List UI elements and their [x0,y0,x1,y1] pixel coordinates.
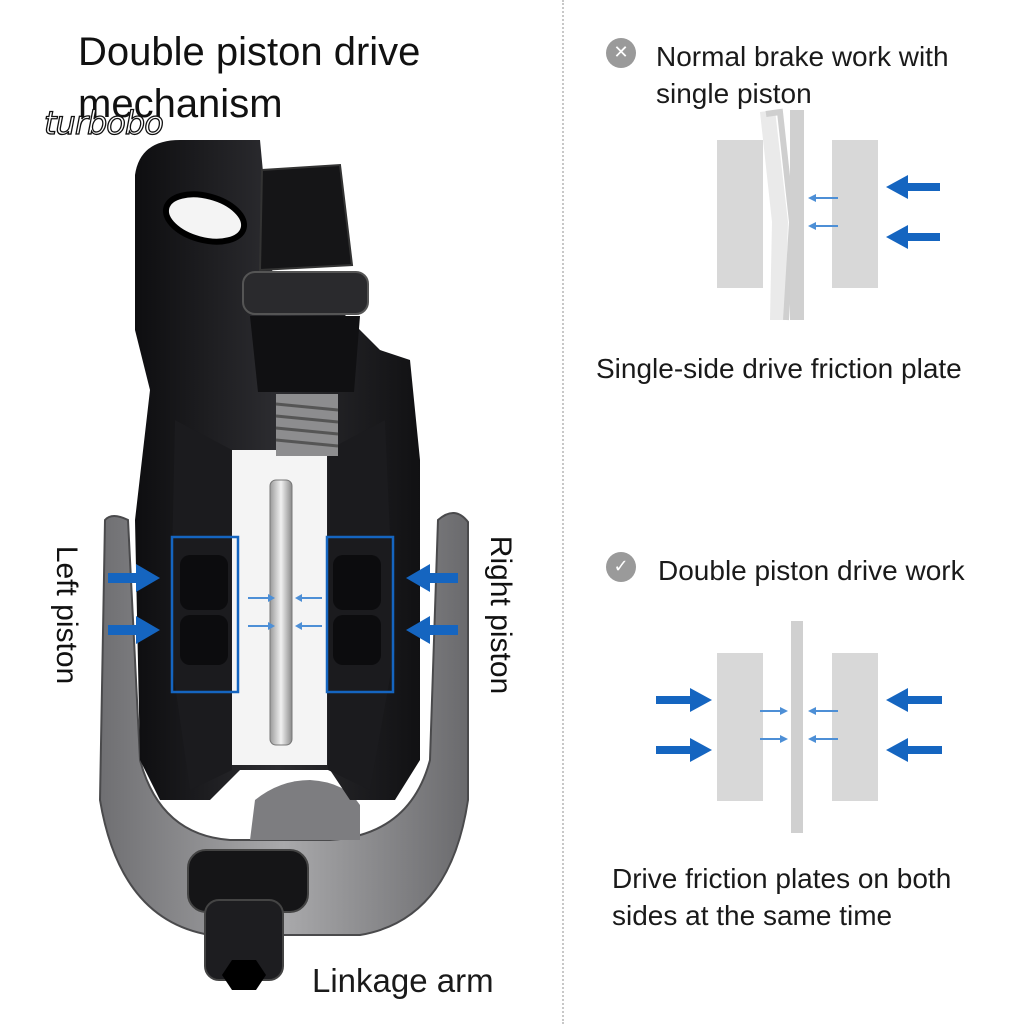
single-piston-diagram [717,108,940,321]
single-piston-caption: Single-side drive friction plate [596,353,962,384]
right-piston [333,555,381,665]
page-title: Double piston drive mechanism [78,26,420,130]
right-pad [832,653,878,801]
double-piston-diagram [656,621,942,833]
rotor [791,621,803,833]
check-icon: ✓ [606,552,636,582]
brake-caliper-illustration [98,140,469,990]
left-piston-highlight [170,535,240,694]
left-piston-label: Left piston [50,545,83,685]
inner-arrows [248,594,322,630]
double-piston-caption: Drive friction plates on both sides at t… [612,860,951,934]
right-force-arrows [406,564,458,644]
bracket [98,512,469,936]
panel-divider [562,0,564,1024]
linkage-arm-label: Linkage arm [312,962,494,999]
title-line-2: mechanism [78,82,283,126]
banjo-fitting [242,163,369,456]
double-caption-line-1: Drive friction plates on both [612,863,952,894]
rotor [790,110,804,320]
left-pad [717,653,763,801]
right-piston-highlight [325,535,395,694]
double-piston-heading: Double piston drive work [658,555,965,586]
left-force-arrows [656,688,712,762]
single-heading-line-1: Normal brake work with [656,41,949,72]
single-heading-line-2: single piston [656,78,812,109]
right-pad [832,140,878,288]
left-pad [717,140,763,288]
right-piston-label: Right piston [484,535,517,695]
title-line-1: Double piston drive [78,30,421,74]
double-caption-line-2: sides at the same time [612,900,893,931]
left-force-arrows [108,564,160,644]
brand-watermark: turbobo [43,103,164,142]
inner-arrows [808,194,838,230]
left-piston [180,555,228,665]
force-arrows [886,175,940,249]
right-force-arrows [886,688,942,762]
brake-rotor [269,479,293,746]
deflected-rotor [760,110,788,320]
inner-arrows [760,707,838,743]
x-icon: ✕ [606,38,636,68]
linkage-bolt [187,849,309,990]
single-piston-heading: Normal brake work with single piston [656,38,949,112]
